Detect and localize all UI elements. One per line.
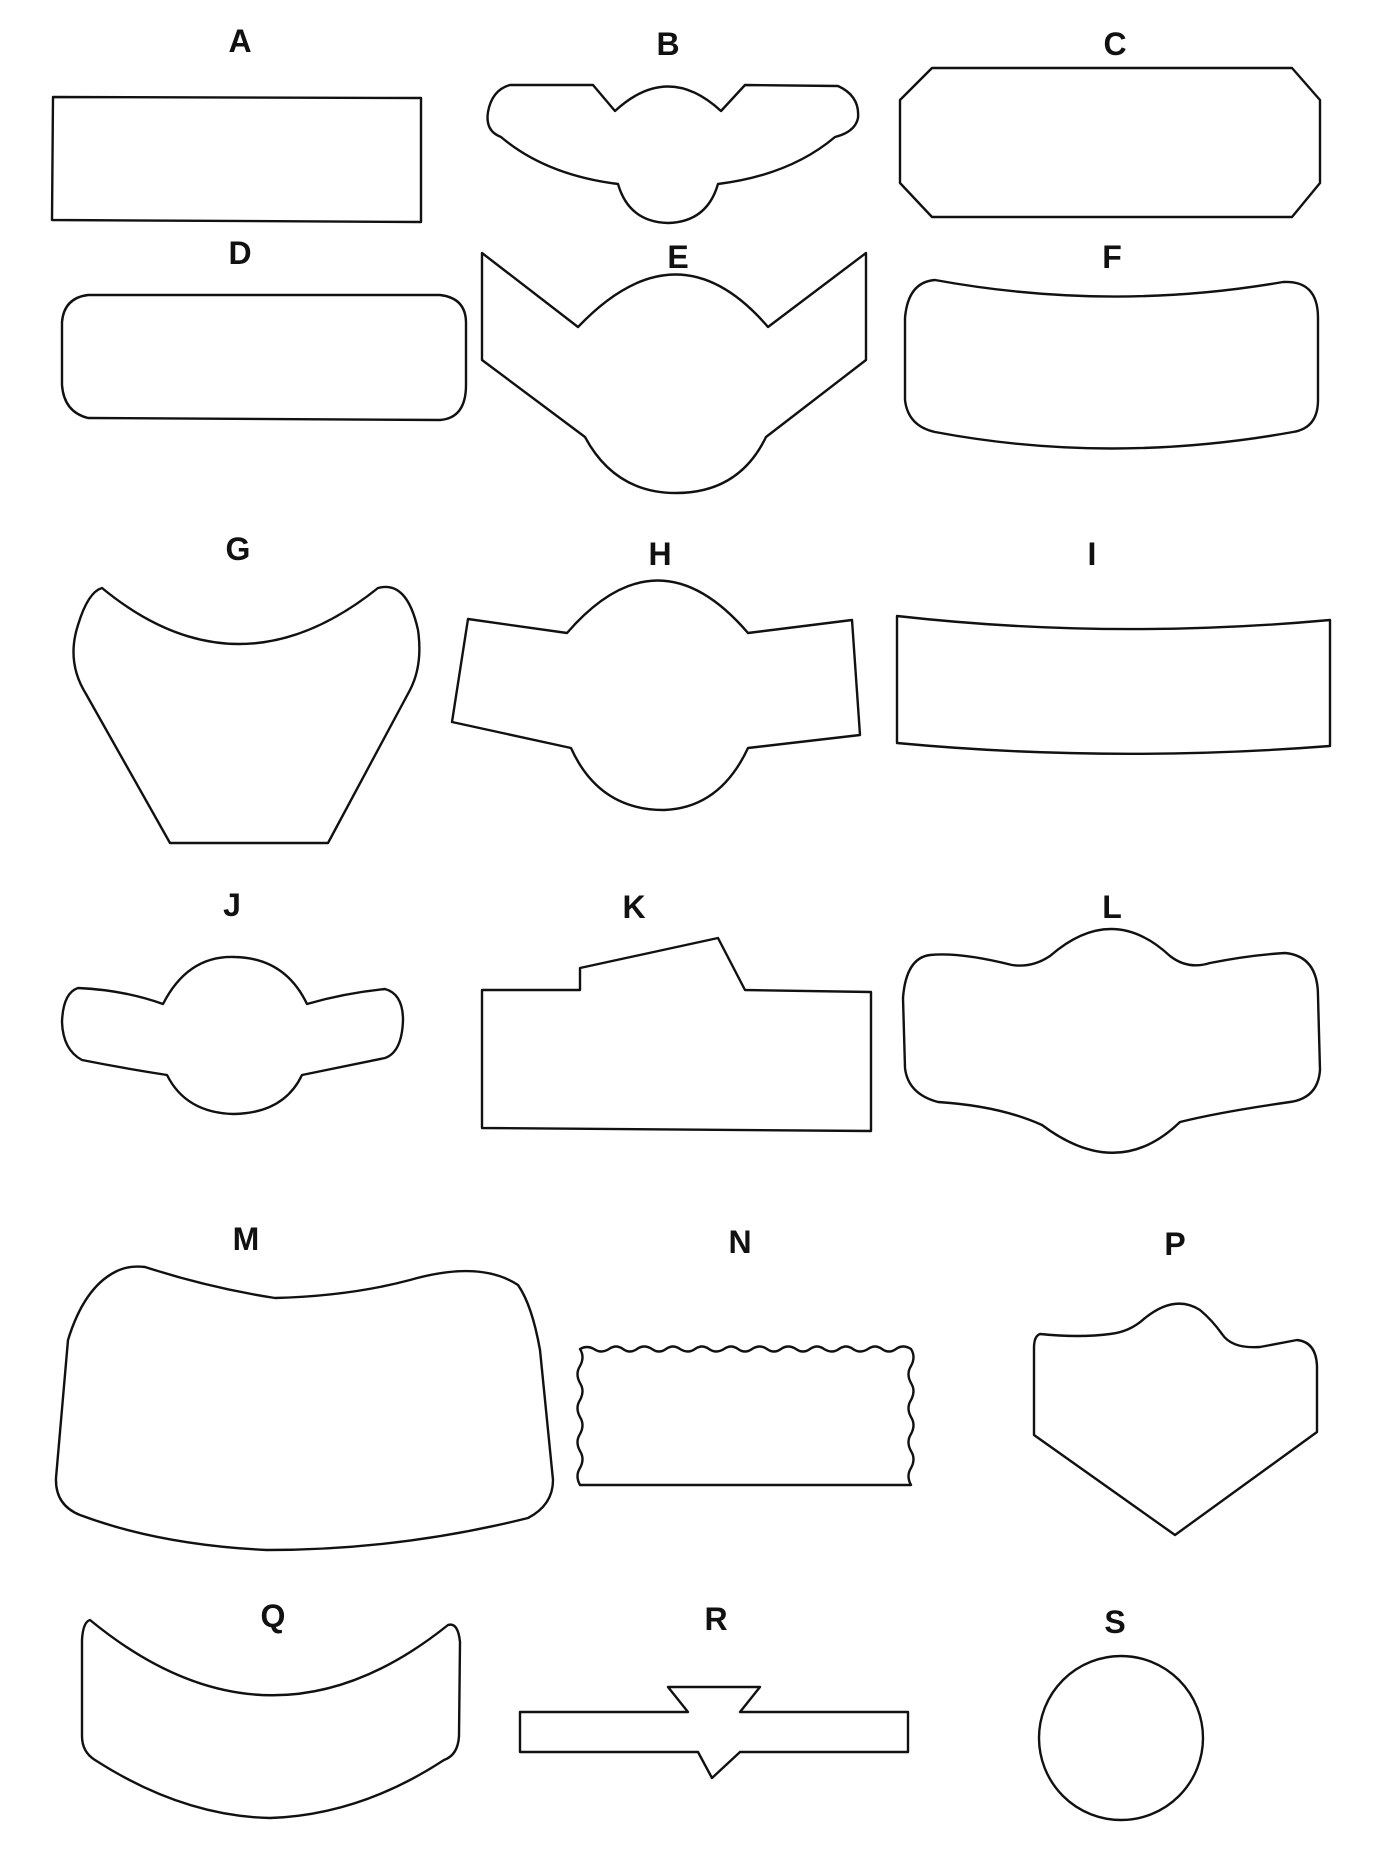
label-l: L — [1102, 889, 1122, 925]
shape-h-banded-circle — [450, 579, 862, 812]
shape-b-winged-crest — [486, 83, 860, 225]
label-p: P — [1164, 1226, 1185, 1262]
shape-r-arrow-bar — [518, 1685, 910, 1780]
label-g: G — [226, 531, 251, 567]
label-f: F — [1102, 239, 1122, 275]
label-q: Q — [261, 1598, 286, 1634]
label-n: N — [728, 1224, 751, 1260]
label-k: K — [622, 889, 645, 925]
label-c: C — [1103, 26, 1126, 62]
label-r: R — [704, 1601, 727, 1637]
label-m: M — [233, 1221, 260, 1257]
shape-d-rounded-rectangle — [60, 293, 468, 422]
shape-a-rectangle — [50, 95, 423, 224]
shape-j-small-banded-circle — [60, 955, 405, 1116]
shape-c-clipped-rectangle — [898, 66, 1322, 219]
label-s: S — [1104, 1604, 1125, 1640]
shape-s-circle — [1037, 1654, 1205, 1822]
label-d: D — [228, 235, 251, 271]
label-h: H — [648, 536, 671, 572]
shape-g-shield-funnel — [72, 585, 421, 845]
label-i: I — [1088, 536, 1097, 572]
shape-i-arched-band — [895, 614, 1332, 756]
shape-p-pointed-crest — [1032, 1302, 1319, 1537]
shape-k-stepped-block — [480, 936, 873, 1133]
shape-f-curved-panel — [903, 278, 1320, 450]
shape-l-scalloped-crest — [901, 927, 1322, 1154]
shape-m-large-curved-panel — [54, 1265, 555, 1552]
label-e: E — [667, 239, 688, 275]
label-j: J — [223, 887, 241, 923]
shape-q-curved-tab — [80, 1618, 462, 1820]
label-b: B — [656, 26, 679, 62]
shape-n-wavy-rectangle — [576, 1345, 915, 1487]
label-a: A — [228, 23, 251, 59]
shape-e-chevron-crest — [480, 251, 868, 495]
